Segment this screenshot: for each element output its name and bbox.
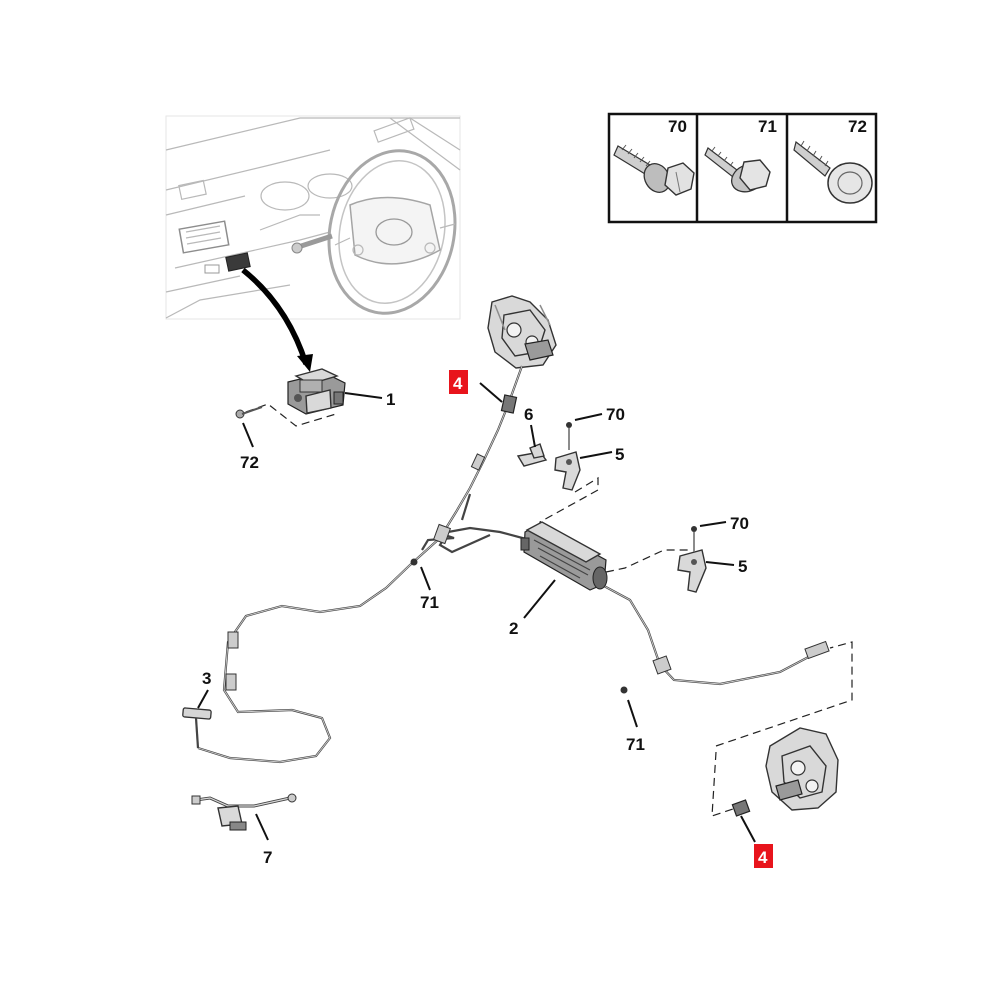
legend-label-72: 72	[848, 117, 867, 136]
location-pointer	[241, 267, 309, 365]
bracket-upper	[554, 451, 581, 491]
screw-72-part	[235, 406, 263, 419]
electric-parking-brake-actuator	[520, 521, 608, 591]
location-pointer-head	[297, 354, 313, 372]
callout-71-left: 71	[420, 593, 439, 612]
callout-7: 7	[263, 848, 272, 867]
parking-brake-switch	[287, 368, 346, 415]
cable-clip-upper	[500, 394, 518, 414]
screw-legend-table: 70 71 72	[607, 112, 878, 224]
pan-head-tapping-screw-icon	[793, 140, 873, 204]
callout-1: 1	[386, 390, 395, 409]
rear-caliper-upper	[487, 295, 557, 369]
callout-3: 3	[202, 669, 211, 688]
callout-6: 6	[524, 405, 533, 424]
callout-70-lower: 70	[730, 514, 749, 533]
callout-4-upper-box: 4	[449, 370, 468, 394]
callout-2: 2	[509, 619, 518, 638]
cable-clip-small	[516, 443, 548, 467]
callout-71-bottom: 71	[626, 735, 645, 754]
legend-label-71: 71	[758, 117, 777, 136]
callout-4-upper: 4	[453, 374, 463, 393]
legend-label-70: 70	[668, 117, 687, 136]
dashboard-inset	[165, 115, 461, 320]
hex-washer-screw-icon	[704, 146, 771, 193]
bracket-lower	[677, 549, 707, 593]
brake-cables	[197, 365, 830, 764]
wheel-speed-sensor	[182, 707, 212, 749]
callout-5-upper: 5	[615, 445, 624, 464]
wiring-harness	[191, 793, 297, 831]
callout-72: 72	[240, 453, 259, 472]
rear-caliper-lower	[765, 727, 839, 811]
callout-4-lower-box: 4	[754, 844, 773, 868]
cable-clip-lower	[731, 799, 751, 817]
callout-4-lower: 4	[758, 848, 768, 867]
hex-flange-bolt-icon	[613, 144, 695, 196]
callout-70-upper: 70	[606, 405, 625, 424]
callout-5-lower: 5	[738, 557, 747, 576]
